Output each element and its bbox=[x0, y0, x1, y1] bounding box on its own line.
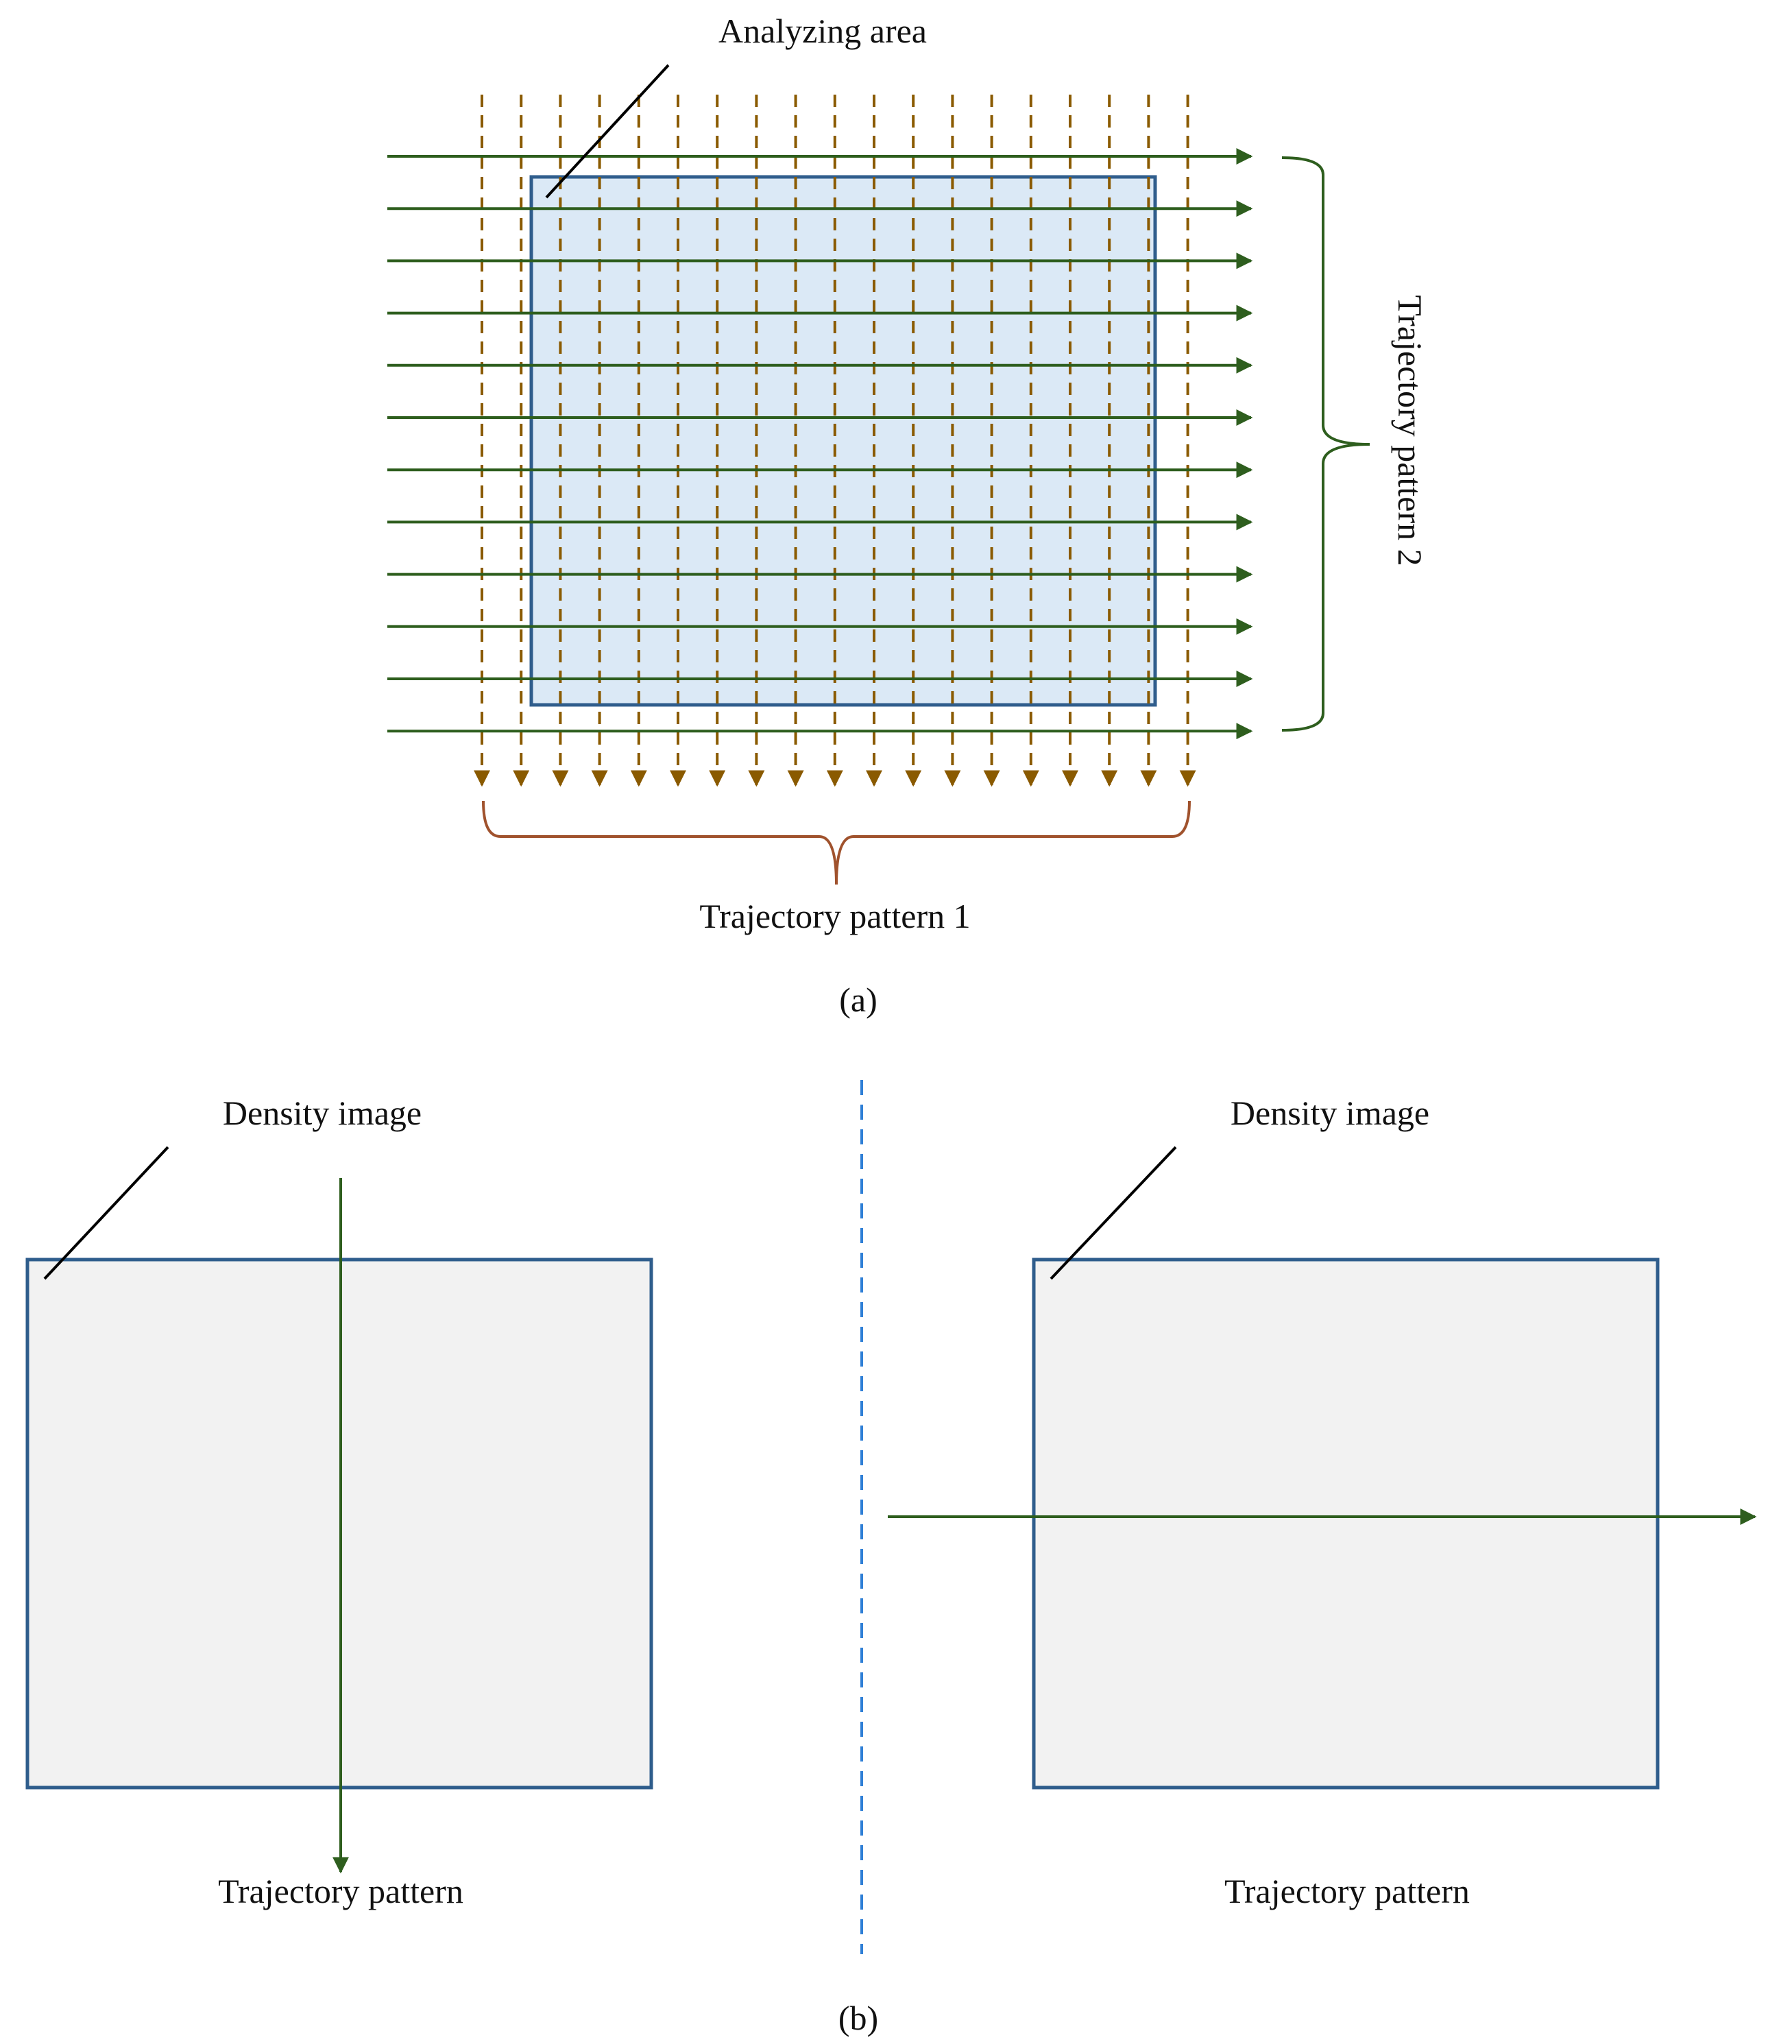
pattern-2-label: Trajectory pattern 2 bbox=[1391, 295, 1429, 566]
analyzing-area-leader bbox=[545, 64, 670, 199]
panel-b: Density image Trajectory pattern Density… bbox=[25, 1080, 1757, 2037]
trajectory-left-label: Trajectory pattern bbox=[218, 1872, 463, 1910]
panel-b-left: Density image Trajectory pattern bbox=[25, 1094, 653, 1910]
pattern-1-bracket bbox=[482, 800, 1191, 885]
panel-b-right: Density image Trajectory pattern bbox=[888, 1094, 1757, 1910]
pattern-2-bracket bbox=[1281, 156, 1370, 732]
caption-b: (b) bbox=[838, 1999, 878, 2037]
density-image-right bbox=[1032, 1258, 1660, 1790]
caption-a: (a) bbox=[839, 981, 877, 1019]
panel-a: Analyzing area Trajectory pattern 2 Traj… bbox=[387, 12, 1429, 1019]
density-right-label: Density image bbox=[1231, 1094, 1429, 1132]
analyzing-area-box bbox=[529, 175, 1157, 707]
pattern-1-label: Trajectory pattern 1 bbox=[699, 897, 970, 935]
density-left-label: Density image bbox=[223, 1094, 422, 1132]
density-left-leader bbox=[43, 1146, 169, 1280]
density-right-leader bbox=[1050, 1146, 1177, 1280]
trajectory-pattern-2-lines bbox=[387, 148, 1253, 740]
trajectory-right-label: Trajectory pattern bbox=[1224, 1872, 1470, 1910]
analyzing-area-label: Analyzing area bbox=[718, 12, 927, 50]
